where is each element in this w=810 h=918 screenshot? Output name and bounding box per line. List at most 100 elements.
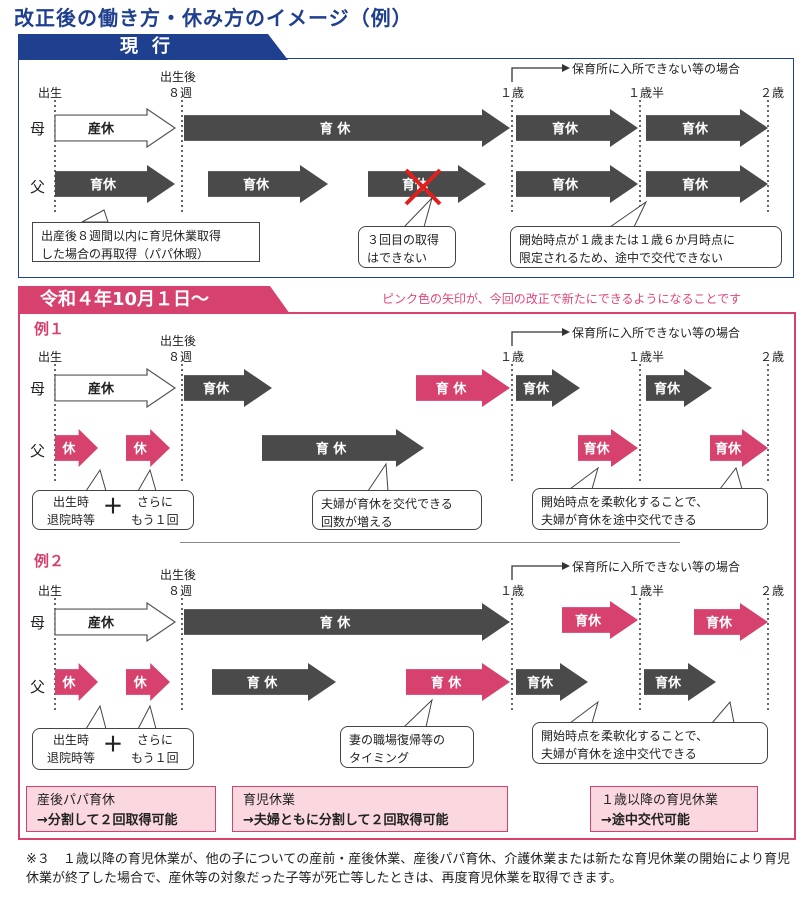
page-title: 改正後の働き方・休み方のイメージ（例）: [14, 6, 413, 30]
ex2-f-ikukyu-pink-label: 育 休: [431, 675, 463, 691]
ex1-f-kyu-1: [55, 429, 98, 467]
ex1-f-kyu-1-label: 休: [61, 441, 76, 457]
ex1-8weeks: ８週: [168, 350, 193, 364]
ex1-f-ikukyu-pink-1: [578, 429, 638, 467]
ex2-f-ikukyu-15-label: 育休: [655, 675, 682, 691]
ex1-callout-swap: 夫婦が育休を交代できる 回数が増える: [312, 490, 482, 530]
ex1-m-sankyu: [54, 367, 177, 409]
callout-papa-text: 出産後８週間以内に育児休業取得 した場合の再取得（パパ休暇）: [41, 229, 222, 261]
cur-birth: 出生: [38, 86, 63, 100]
summary-ikuji-title: 育児休業: [243, 793, 296, 808]
ex2-m-ikukyu-pink-2-label: 育休: [706, 615, 733, 631]
ex1-m-sankyu-label: 産休: [88, 381, 115, 397]
ex1-m-ikukyu-15-label: 育休: [654, 381, 681, 397]
ex2-father: 父: [30, 678, 46, 696]
ex1-age1: １歳: [500, 350, 525, 364]
ex2-return-text: 妻の職場復帰等の タイミング: [349, 733, 446, 765]
cur-mother: 母: [30, 120, 46, 138]
ex2-age1: １歳: [500, 584, 525, 598]
current-section: [18, 58, 794, 278]
cur-m-ikukyu-15-label: 育休: [682, 121, 709, 137]
cur-callout-tail-3: [608, 200, 648, 228]
ex2-age2: ２歳: [760, 584, 785, 598]
summary-after1: １歳以降の育児休業 →途中交代可能: [590, 786, 758, 832]
ex2-tail-5: [710, 700, 735, 724]
ex2-f-kyu-2: [126, 663, 170, 701]
ex2-callout-return: 妻の職場復帰等の タイミング: [340, 726, 474, 768]
ex2-f-kyu-1-label: 休: [61, 675, 76, 691]
cur-f-ikukyu-5: [646, 165, 768, 203]
cur-age1: １歳: [500, 86, 525, 100]
ex1-f-ikukyu-pink-1-label: 育休: [583, 441, 610, 457]
cur-f-ikukyu-2-label: 育休: [243, 177, 270, 193]
ex1-f-ikukyu: [262, 429, 424, 467]
ex2-mother: 母: [30, 614, 46, 632]
callout-third-text: ３回目の取得 はできない: [367, 233, 440, 265]
callout-start-text: 開始時点が１歳または１歳６か月時点に 限定されるため、途中で交代できない: [519, 233, 736, 265]
new-tab-shape: [18, 286, 290, 314]
ex2-birth-b: さらに もう１回: [131, 733, 179, 765]
ex2-callout-birth: 出生時 退院時等 ＋ さらに もう１回: [32, 728, 194, 770]
ex1-note-arrow: [511, 331, 562, 346]
cur-note-arrow: [511, 67, 562, 82]
cur-m-ikukyu-15: [646, 109, 768, 147]
new-tab-label: 令和４年10月１日～: [40, 289, 210, 310]
cur-f-ikukyu-2: [208, 165, 328, 203]
example2-title: 例２: [34, 552, 65, 570]
ex2-m-sankyu-label: 産休: [88, 615, 115, 631]
ex1-m-ikukyu-pink: [416, 369, 510, 407]
ex1-tail-4: [568, 466, 599, 490]
cross-out-icon-2: [404, 168, 442, 206]
summary-after1-body: →途中交代可能: [601, 813, 690, 828]
ex1-f-ikukyu-pink-2-label: 育休: [715, 441, 742, 457]
cur-m-ikukyu-1: [516, 109, 638, 147]
ex1-m-ikukyu-label: 育休: [203, 381, 230, 397]
ex1-m-ikukyu-15: [646, 369, 712, 407]
ex2-birth-a: 出生時 退院時等: [47, 733, 96, 765]
pink-note: ピンク色の矢印が、今回の改正で新たにできるようになることです: [382, 292, 742, 306]
summary-papa: 産後パパ育休 →分割して２回取得可能: [26, 786, 216, 832]
cur-father: 父: [30, 178, 46, 196]
ex1-mother: 母: [30, 380, 46, 398]
ex1-swap-text: 夫婦が育休を交代できる 回数が増える: [321, 497, 453, 529]
ex2-plus: ＋: [103, 732, 123, 756]
current-tab-shape: [18, 34, 288, 60]
cur-after-birth: 出生後: [160, 70, 197, 84]
summary-papa-body: →分割して２回取得可能: [37, 813, 178, 828]
ex2-8weeks: ８週: [168, 584, 193, 598]
cur-age2: ２歳: [760, 86, 785, 100]
ex1-f-kyu-2: [126, 429, 170, 467]
cur-m-ikukyu-1-label: 育休: [552, 121, 579, 137]
summary-ikuji-body: →夫婦ともに分割して２回取得可能: [243, 813, 449, 828]
cur-f-ikukyu-4-label: 育休: [552, 177, 579, 193]
cur-note-top: 保育所に入所できない等の場合: [572, 62, 741, 76]
ex1-birth-a: 出生時 退院時等: [47, 495, 96, 527]
ex2-f-kyu-2-label: 休: [133, 675, 148, 691]
footnote: ※３ １歳以降の育児休業が、他の子についての産前・産後休業、産後パパ育休、介護休…: [26, 852, 790, 886]
ex1-f-ikukyu-label: 育 休: [316, 441, 348, 457]
ex1-after-birth: 出生後: [160, 334, 197, 348]
summary-papa-title: 産後パパ育休: [37, 793, 116, 808]
cur-8weeks: ８週: [168, 86, 193, 100]
ex2-m-ikukyu-pink-1-label: 育休: [575, 613, 602, 629]
summary-ikuji: 育児休業 →夫婦ともに分割して２回取得可能: [232, 786, 508, 832]
ex2-f-ikukyu: [212, 663, 336, 701]
ex2-tail-2: [137, 704, 157, 730]
ex1-callout-birth: 出生時 退院時等 ＋ さらに もう１回: [32, 490, 194, 530]
cur-m-sankyu: [54, 107, 177, 149]
ex2-f-kyu-1: [55, 663, 98, 701]
example-divider: [180, 542, 680, 543]
ex2-note-arrow-head: [562, 562, 570, 570]
ex2-f-ikukyu-pink: [406, 663, 510, 701]
ex1-tail-2: [137, 468, 157, 492]
ex2-m-ikukyu-label: 育 休: [320, 615, 352, 631]
ex2-m-ikukyu: [184, 603, 510, 641]
ex2-birth: 出生: [38, 584, 63, 598]
cur-f-ikukyu-1: [55, 165, 175, 203]
ex2-m-ikukyu-pink-2: [694, 603, 768, 641]
ex2-m-ikukyu-pink-1: [562, 601, 638, 639]
ex1-tail-5: [718, 466, 743, 490]
callout-third-time: ３回目の取得 はできない: [358, 226, 456, 268]
ex1-note-arrow-head: [562, 328, 570, 336]
